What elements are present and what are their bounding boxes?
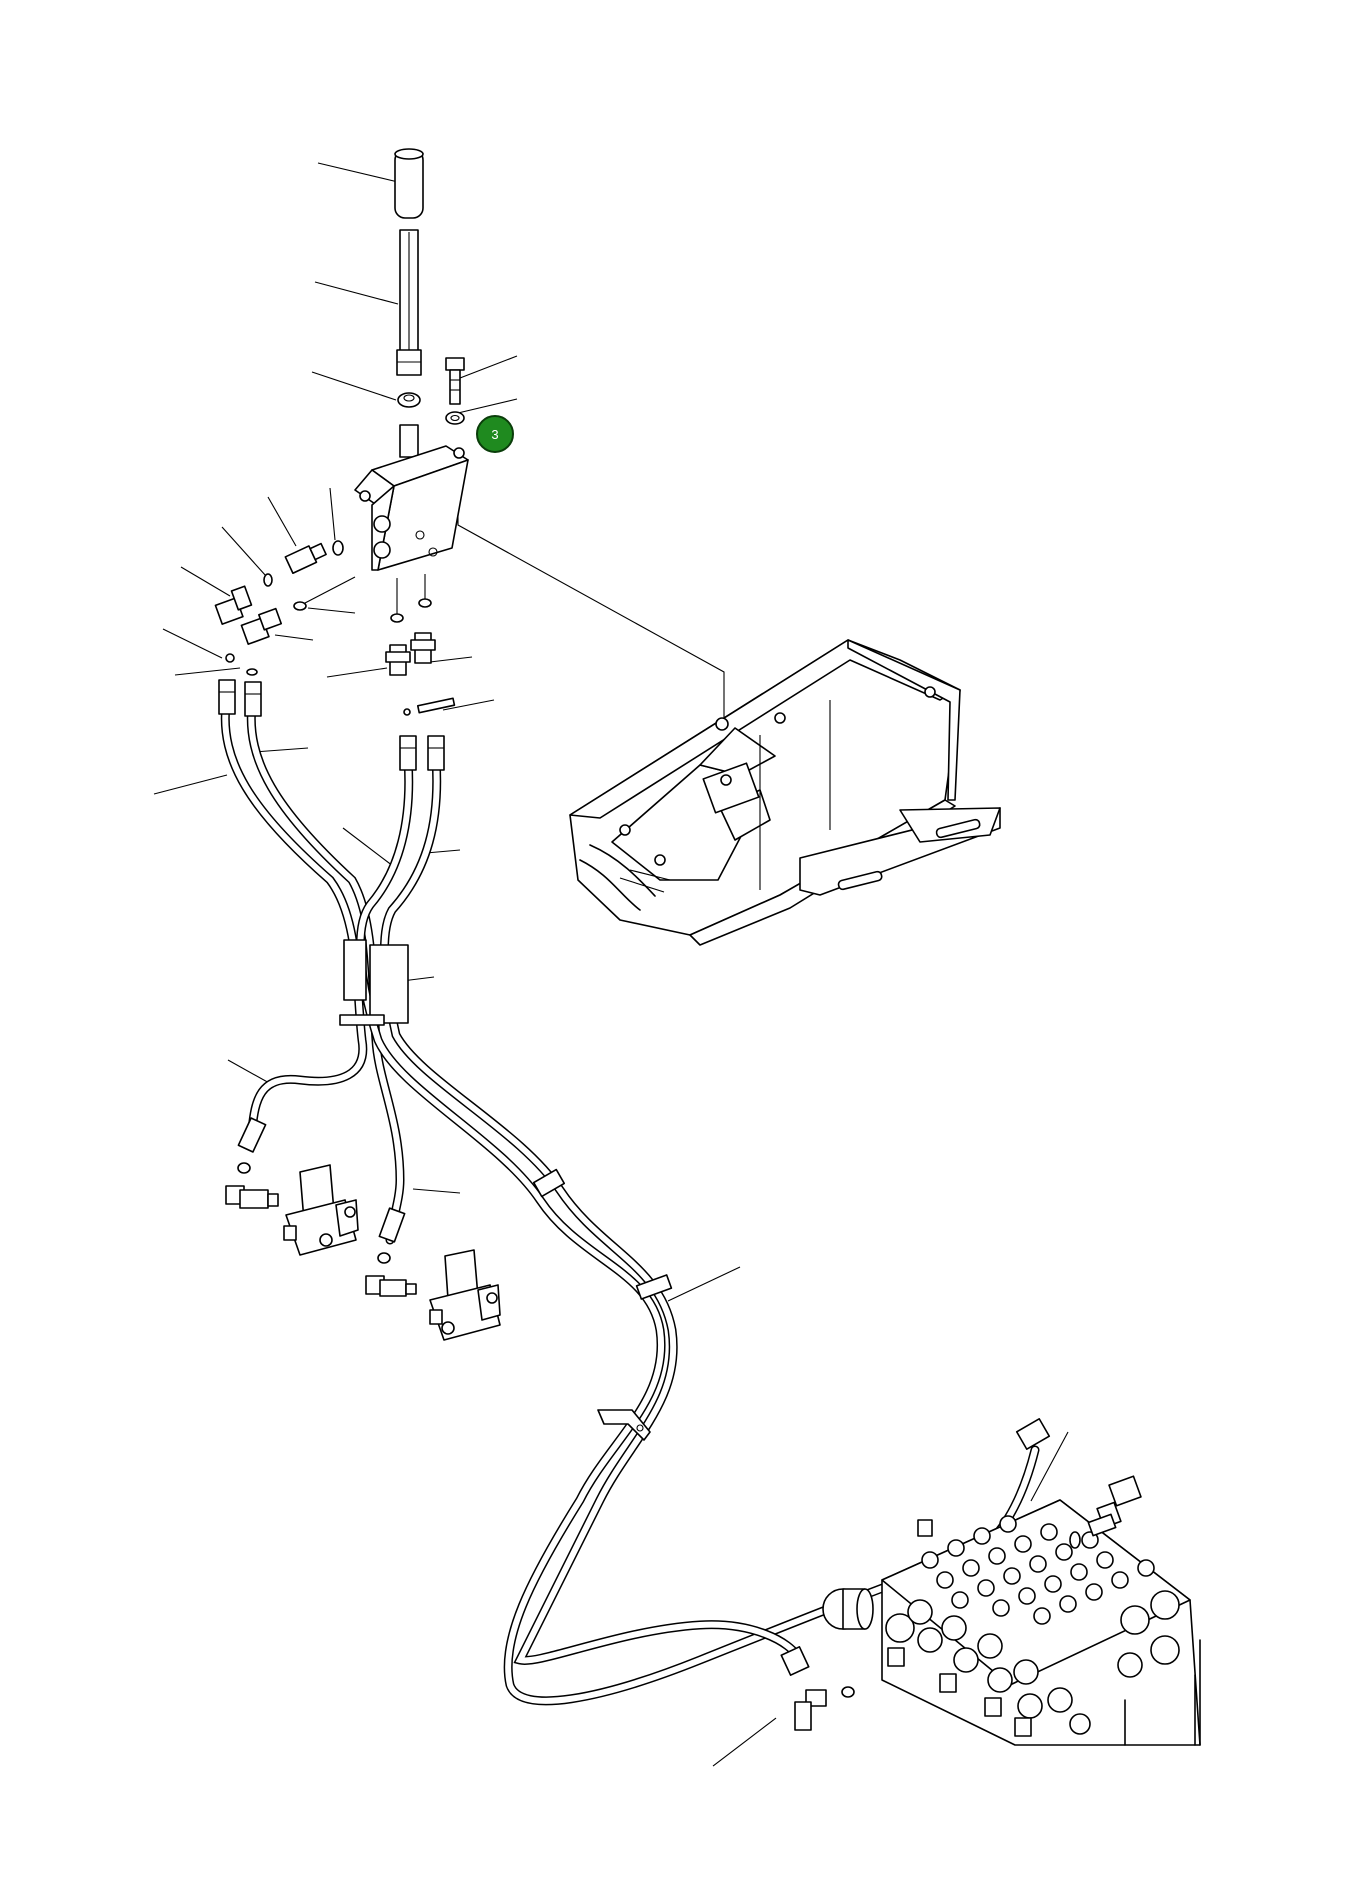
lower-hose-ends	[237, 1117, 406, 1264]
shuttle-valve-left	[283, 1164, 359, 1256]
hose-clamps	[339, 939, 673, 1441]
valve-connectors	[780, 1418, 1142, 1731]
lever-rod	[396, 229, 422, 376]
cap-screw	[445, 357, 465, 405]
elbow-fitting-middle	[365, 1275, 417, 1297]
connector-pin	[403, 697, 456, 716]
o-rings	[225, 540, 432, 676]
valve-fittings	[885, 1599, 1091, 1737]
callout-3[interactable]: 3	[476, 415, 514, 453]
washer	[445, 411, 465, 425]
pilot-valve	[354, 424, 469, 571]
straight-fittings	[385, 632, 436, 676]
elbow-fitting-left	[225, 1185, 279, 1209]
fittings-upper	[214, 542, 456, 716]
valve-ports	[921, 1515, 1180, 1678]
pedal-box	[569, 639, 1001, 946]
lock-nut	[397, 392, 421, 408]
hose-ends-upper	[218, 679, 445, 771]
control-valve-block	[822, 1499, 1201, 1746]
shuttle-valve-middle	[429, 1249, 501, 1341]
knob	[394, 148, 424, 219]
callout-3-label: 3	[491, 427, 498, 442]
